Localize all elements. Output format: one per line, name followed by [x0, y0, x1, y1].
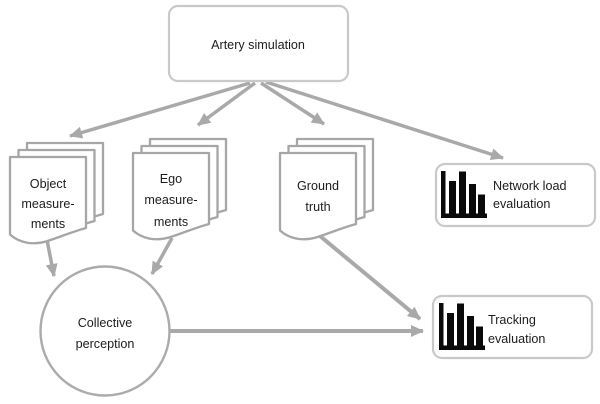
- ego-measurements-label-line1: Ego: [160, 172, 182, 186]
- tracking-evaluation-label-line1: Tracking: [488, 313, 536, 327]
- node-ground-truth: Ground truth: [278, 137, 375, 241]
- edge-ground-truth-to-tracking-arrow: [318, 234, 422, 321]
- node-collective-perception: Collective perception: [39, 265, 171, 397]
- bar-chart-icon: [439, 303, 485, 350]
- node-artery-simulation: Artery simulation: [167, 4, 350, 83]
- object-measurements-label-line3: ments: [31, 217, 65, 231]
- edge-artery-to-ego-arrow: [196, 81, 257, 127]
- ego-measurements-label-line2: measure-: [144, 193, 197, 207]
- edge-artery-to-object-arrow: [69, 81, 251, 139]
- edge-artery-to-ground-truth-arrow: [260, 81, 325, 126]
- document-page-front: [278, 151, 358, 241]
- node-tracking-evaluation: Tracking evaluation: [431, 294, 594, 360]
- collective-perception-circle: [39, 265, 171, 397]
- ego-measurements-label-line3: ments: [154, 215, 188, 229]
- document-page-front: [131, 151, 211, 241]
- collective-perception-label-line1: Collective: [78, 316, 133, 330]
- tracking-evaluation-label-line2: evaluation: [488, 332, 545, 346]
- network-load-evaluation-label-line2: evaluation: [493, 197, 550, 211]
- ground-truth-label-line1: Ground: [297, 179, 339, 193]
- document-page-front: [8, 155, 88, 245]
- object-measurements-label-line2: measure-: [21, 197, 74, 211]
- collective-perception-label-line2: perception: [76, 337, 135, 351]
- edge-group: [45, 80, 504, 337]
- network-load-evaluation-label-line1: Network load: [493, 179, 567, 193]
- artery-simulation-box: [167, 4, 350, 83]
- bar-chart-icon: [441, 171, 487, 218]
- object-measurements-label-line1: Object: [30, 177, 67, 191]
- node-object-measurements: Object measure- ments: [8, 141, 105, 245]
- ground-truth-label-line2: truth: [305, 200, 330, 214]
- edge-object-to-collective-arrow: [45, 239, 58, 277]
- node-ego-measurements: Ego measure- ments: [131, 137, 228, 241]
- artery-simulation-label: Artery simulation: [211, 38, 305, 52]
- node-network-load-evaluation: Network load evaluation: [434, 162, 597, 228]
- edge-artery-to-network-load-arrow: [265, 80, 504, 161]
- edge-ego-to-collective-arrow: [150, 237, 174, 275]
